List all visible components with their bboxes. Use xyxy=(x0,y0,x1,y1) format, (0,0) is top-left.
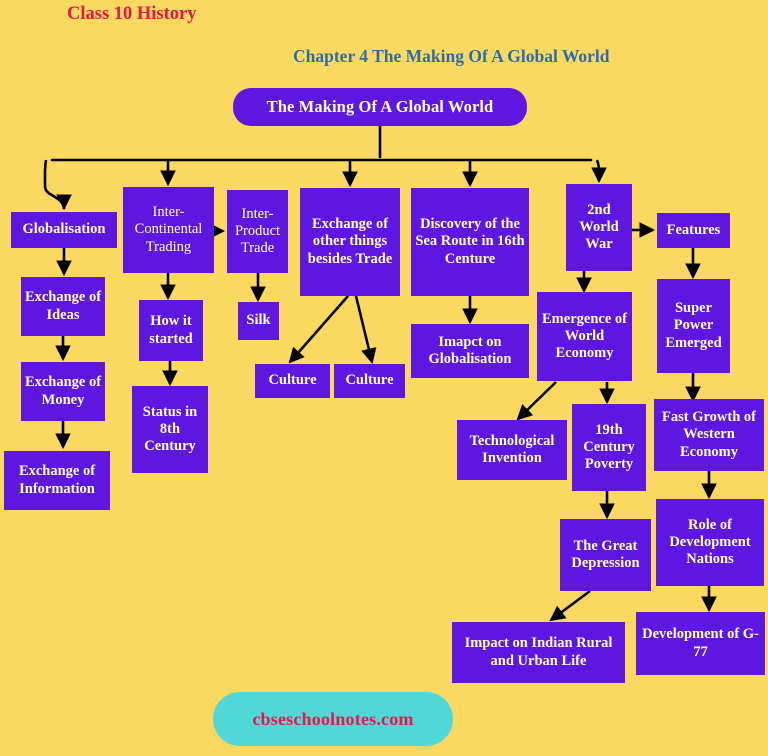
node-development-g77[interactable]: Development of G-77 xyxy=(636,612,765,675)
node-culture-right[interactable]: Culture xyxy=(334,364,405,398)
node-emergence-world-economy[interactable]: Emergence of World Economy xyxy=(537,292,632,381)
node-inter-product-trade[interactable]: Inter-Product Trade xyxy=(227,190,288,273)
site-watermark: cbseschoolnotes.com xyxy=(213,692,453,746)
node-great-depression[interactable]: The Great Depression xyxy=(560,519,651,591)
node-technological-invention[interactable]: Technological Invention xyxy=(457,420,567,480)
class-title: Class 10 History xyxy=(67,4,197,24)
node-fast-growth-western-economy[interactable]: Fast Growth of Western Economy xyxy=(654,399,764,471)
node-features[interactable]: Features xyxy=(657,213,730,248)
node-globalisation[interactable]: Globalisation xyxy=(11,212,117,248)
node-inter-continental-trading[interactable]: Inter-Continental Trading xyxy=(123,187,214,273)
node-exchange-other-things[interactable]: Exchange of other things besides Trade xyxy=(300,188,400,296)
node-19th-century-poverty[interactable]: 19th Century Poverty xyxy=(572,404,646,491)
node-status-8th-century[interactable]: Status in 8th Century xyxy=(132,386,208,473)
node-impact-globalisation[interactable]: Imapct on Globalisation xyxy=(411,324,529,378)
node-exchange-ideas[interactable]: Exchange of Ideas xyxy=(21,277,105,336)
node-super-power-emerged[interactable]: Super Power Emerged xyxy=(657,279,730,373)
node-discovery-sea-route[interactable]: Discovery of the Sea Route in 16th Centu… xyxy=(411,188,529,296)
node-second-world-war[interactable]: 2nd World War xyxy=(566,184,632,271)
node-how-it-started[interactable]: How it started xyxy=(139,300,203,361)
chapter-title: Chapter 4 The Making Of A Global World xyxy=(293,46,610,66)
node-exchange-money[interactable]: Exchange of Money xyxy=(21,362,105,421)
node-exchange-information[interactable]: Exchange of Information xyxy=(4,451,110,510)
node-impact-indian-life[interactable]: Impact on Indian Rural and Urban Life xyxy=(452,622,625,683)
node-silk[interactable]: Silk xyxy=(238,302,279,340)
node-role-development-nations[interactable]: Role of Development Nations xyxy=(656,499,764,586)
node-root[interactable]: The Making Of A Global World xyxy=(233,88,527,126)
node-culture-left[interactable]: Culture xyxy=(255,364,330,398)
